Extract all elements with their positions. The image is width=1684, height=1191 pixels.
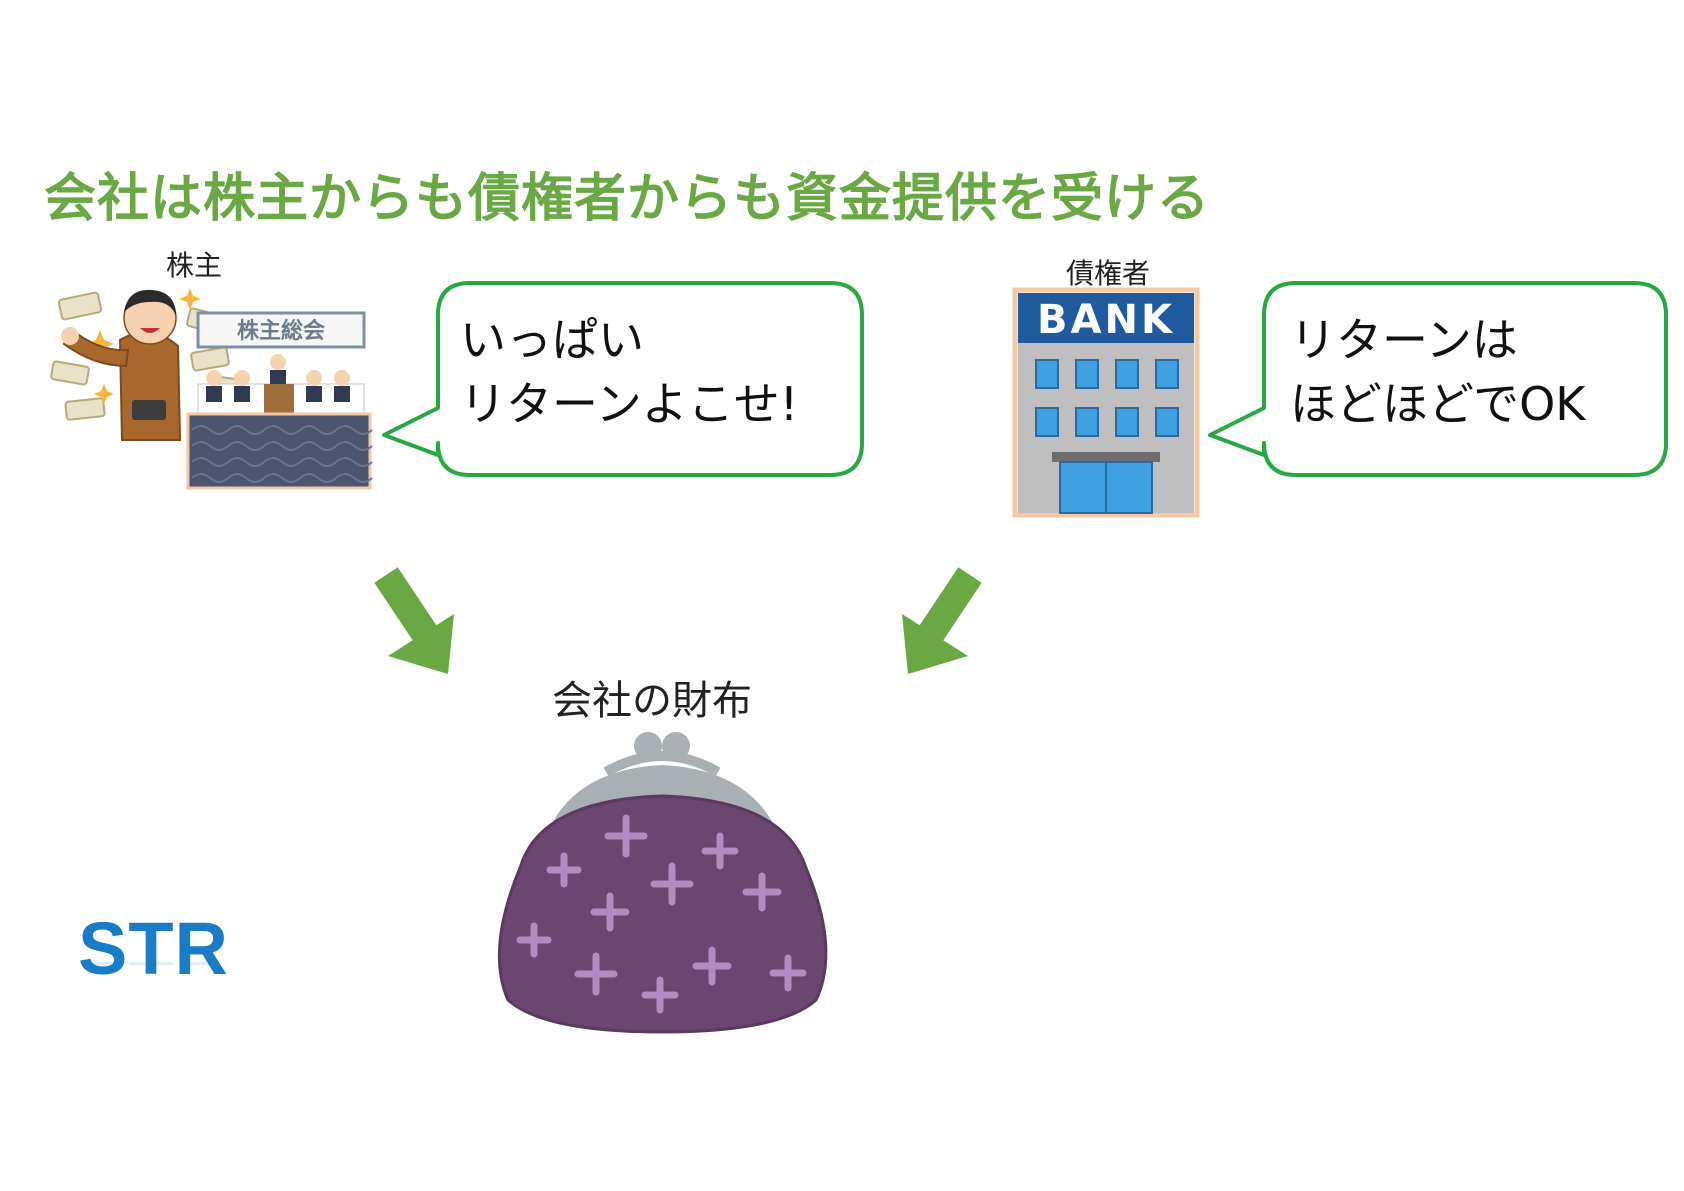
shareholder-label: 株主 xyxy=(166,249,223,282)
shareholder-illustration: 株主総会 xyxy=(50,288,373,490)
bank-sign-text: BANK xyxy=(1037,297,1175,343)
bank-building-illustration: BANK xyxy=(1012,287,1200,518)
str-logo-reflection: STR xyxy=(78,962,229,982)
meeting-sign-text: 株主総会 xyxy=(237,318,325,344)
shareholder-speech-bubble xyxy=(382,281,864,477)
creditor-speech-bubble xyxy=(1208,281,1668,477)
shareholder-speech-line-1: いっぱい xyxy=(460,313,644,367)
shareholder-speech-text: いっぱい リターンよこせ! xyxy=(460,308,798,436)
str-logo: STR xyxy=(78,907,229,990)
shareholder-speech-line-2: リターンよこせ! xyxy=(460,377,799,431)
wallet-label: 会社の財布 xyxy=(552,678,752,724)
arrow-creditor-to-wallet xyxy=(902,567,982,674)
creditor-speech-text: リターンは ほどほどでOK xyxy=(1290,308,1585,436)
creditor-speech-line-2: ほどほどでOK xyxy=(1290,377,1586,431)
arrow-shareholder-to-wallet xyxy=(374,567,454,674)
creditor-speech-line-1: リターンは xyxy=(1290,313,1518,367)
wallet-illustration xyxy=(497,732,828,1034)
headline: 会社は株主からも債権者からも資金提供を受ける xyxy=(44,169,1211,229)
creditor-label: 債権者 xyxy=(1066,257,1151,290)
